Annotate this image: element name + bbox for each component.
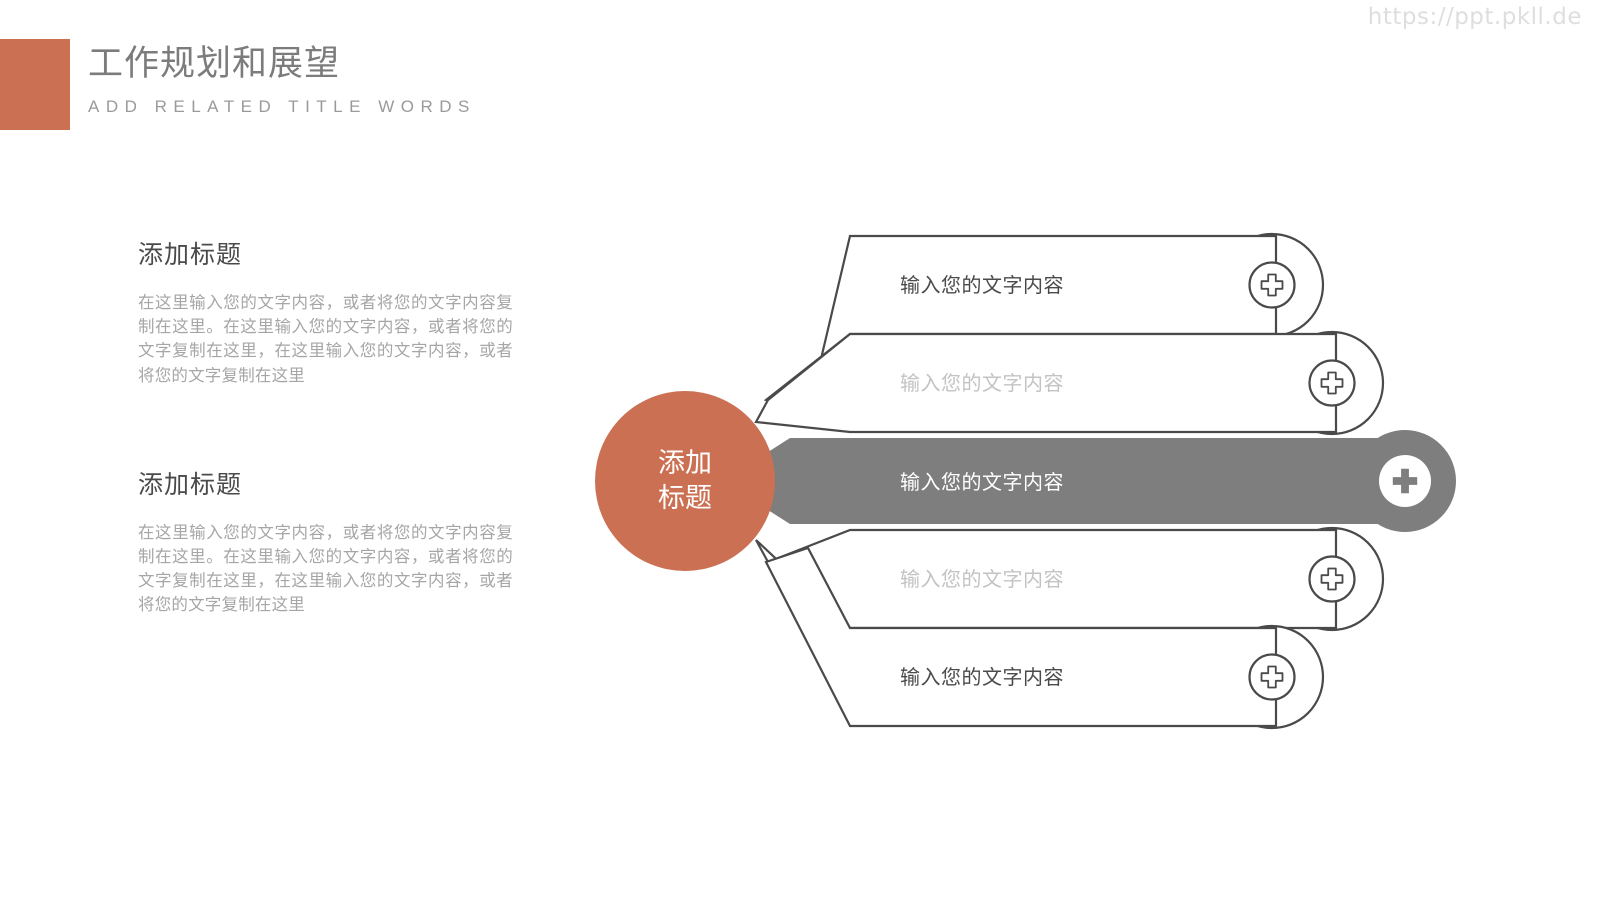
text-block-1-body: 在这里输入您的文字内容，或者将您的文字内容复制在这里。在这里输入您的文字内容，或… [138, 294, 513, 385]
header-accent-block [0, 39, 70, 130]
bar-3-ribbon [746, 438, 1409, 524]
page-title: 工作规划和展望 [88, 44, 341, 83]
bar-5-plus-icon[interactable] [1260, 665, 1284, 689]
header: 工作规划和展望 ADD RELATED TITLE WORDS [88, 42, 788, 117]
bar-4-label: 输入您的文字内容 [900, 568, 1064, 591]
diagram-bar-3[interactable]: 输入您的文字内容 [746, 430, 1456, 532]
diagram-bar-5[interactable]: 输入您的文字内容 [764, 546, 1325, 730]
text-block-2-body: 在这里输入您的文字内容，或者将您的文字内容复制在这里。在这里输入您的文字内容，或… [138, 523, 513, 615]
text-block-2: 添加标题 在这里输入您的文字内容，或者将您的文字内容复制在这里。在这里输入您的文… [138, 468, 518, 618]
bar-5-ribbon [764, 546, 1278, 728]
diagram-bar-4[interactable]: 输入您的文字内容 [755, 526, 1385, 632]
bar-5-label: 输入您的文字内容 [900, 666, 1064, 689]
bar-1-label: 输入您的文字内容 [900, 274, 1064, 297]
hub-circle [595, 391, 775, 571]
text-block-1-title: 添加标题 [138, 241, 243, 269]
hub-label-line-2: 标题 [658, 483, 712, 513]
bar-2-plus-icon[interactable] [1320, 371, 1344, 395]
bar-2-ribbon [754, 332, 1338, 434]
bar-3-plus-icon[interactable] [1392, 468, 1418, 494]
diagram-hub[interactable]: 添加 标题 [595, 391, 775, 571]
text-block-1: 添加标题 在这里输入您的文字内容，或者将您的文字内容复制在这里。在这里输入您的文… [138, 238, 518, 388]
bar-1-plus-icon[interactable] [1260, 273, 1284, 297]
left-text-column: 添加标题 在这里输入您的文字内容，或者将您的文字内容复制在这里。在这里输入您的文… [138, 238, 518, 618]
text-block-2-title: 添加标题 [138, 470, 243, 499]
diagram-bar-2[interactable]: 输入您的文字内容 [754, 330, 1385, 436]
bar-3-label: 输入您的文字内容 [900, 471, 1064, 494]
page-subtitle: ADD RELATED TITLE WORDS [88, 97, 476, 116]
bar-4-plus-icon[interactable] [1320, 567, 1344, 591]
hub-label-line-1: 添加 [658, 448, 712, 478]
bar-2-label: 输入您的文字内容 [900, 372, 1064, 395]
radial-banner-diagram: 输入您的文字内容 输入您的文字内容 输入您的文字内容 输入您的文字内容 输入您的… [560, 200, 1520, 780]
site-watermark: https://ppt.pkll.de [1367, 4, 1582, 30]
